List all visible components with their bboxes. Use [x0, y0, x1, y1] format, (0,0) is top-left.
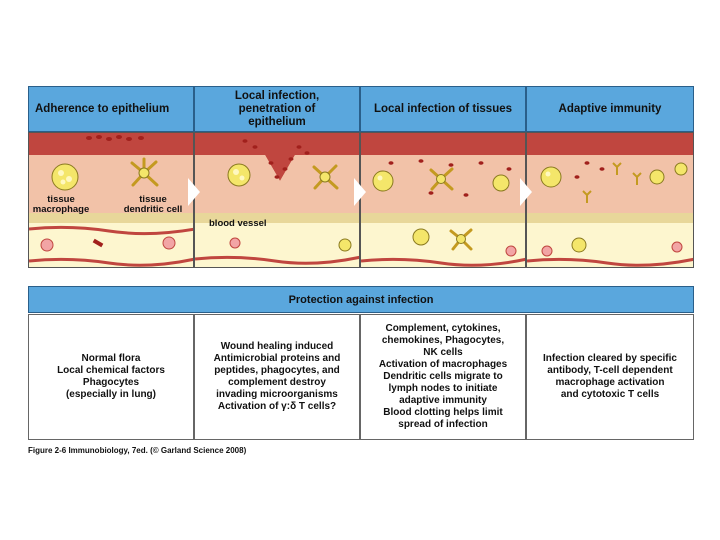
- innate-immunity-figure: Adherence to epithelium Local infection,…: [28, 86, 694, 440]
- stage-header-penetration: Local infection, penetration of epitheli…: [194, 86, 360, 132]
- macrophage-cell: [51, 163, 79, 191]
- label-tissue-macrophage: tissue macrophage: [32, 194, 90, 215]
- stage-title: Local infection, penetration of epitheli…: [234, 89, 320, 128]
- panel-adherence: tissue macrophage tissue dendritic cell: [28, 132, 194, 268]
- macrophage-cell: [227, 163, 251, 187]
- label-tissue-dendritic: tissue dendritic cell: [123, 194, 183, 215]
- dendritic-cell: [130, 157, 159, 187]
- protection-cell-local-infection: Complement, cytokines, chemokines, Phago…: [360, 314, 526, 440]
- protection-cell-penetration: Wound healing induced Antimicrobial prot…: [194, 314, 360, 440]
- protection-cell-adaptive: Infection cleared by specific antibody, …: [526, 314, 694, 440]
- panel-adaptive: [526, 132, 694, 268]
- protection-text: Wound healing induced Antimicrobial prot…: [213, 341, 341, 412]
- protection-text: Normal flora Local chemical factors Phag…: [57, 353, 165, 400]
- local-infection-illustration: [361, 133, 525, 267]
- macrophage-cell: [540, 166, 562, 188]
- stage-header-adherence: Adherence to epithelium: [28, 86, 194, 132]
- panel-local-infection: [360, 132, 526, 268]
- protection-header: Protection against infection: [28, 286, 694, 313]
- dendritic-cell: [312, 164, 339, 190]
- figure-caption: Figure 2-6 Immunobiology, 7ed. (© Garlan…: [28, 446, 247, 455]
- stage-arrow: [520, 178, 532, 206]
- protection-cell-adherence: Normal flora Local chemical factors Phag…: [28, 314, 194, 440]
- stage-title: Adherence to epithelium: [35, 102, 170, 115]
- macrophage-cell: [372, 170, 394, 192]
- protection-text: Complement, cytokines, chemokines, Phago…: [378, 323, 508, 430]
- label-blood-vessel: blood vessel: [209, 218, 267, 229]
- adaptive-illustration: [527, 133, 693, 267]
- adherence-illustration: [29, 133, 193, 267]
- stage-header-adaptive: Adaptive immunity: [526, 86, 694, 132]
- protection-title: Protection against infection: [288, 293, 434, 306]
- stage-title: Local infection of tissues: [373, 102, 513, 115]
- panel-penetration: blood vessel: [194, 132, 360, 268]
- penetration-illustration: [195, 133, 359, 267]
- stage-arrow: [354, 178, 366, 206]
- stage-title: Adaptive immunity: [558, 102, 662, 115]
- stage-header-local-infection: Local infection of tissues: [360, 86, 526, 132]
- dendritic-cell: [449, 228, 473, 251]
- antibody-group: [582, 162, 642, 203]
- protection-text: Infection cleared by specific antibody, …: [543, 353, 677, 400]
- dendritic-cell: [429, 167, 454, 191]
- stage-arrow: [188, 178, 200, 206]
